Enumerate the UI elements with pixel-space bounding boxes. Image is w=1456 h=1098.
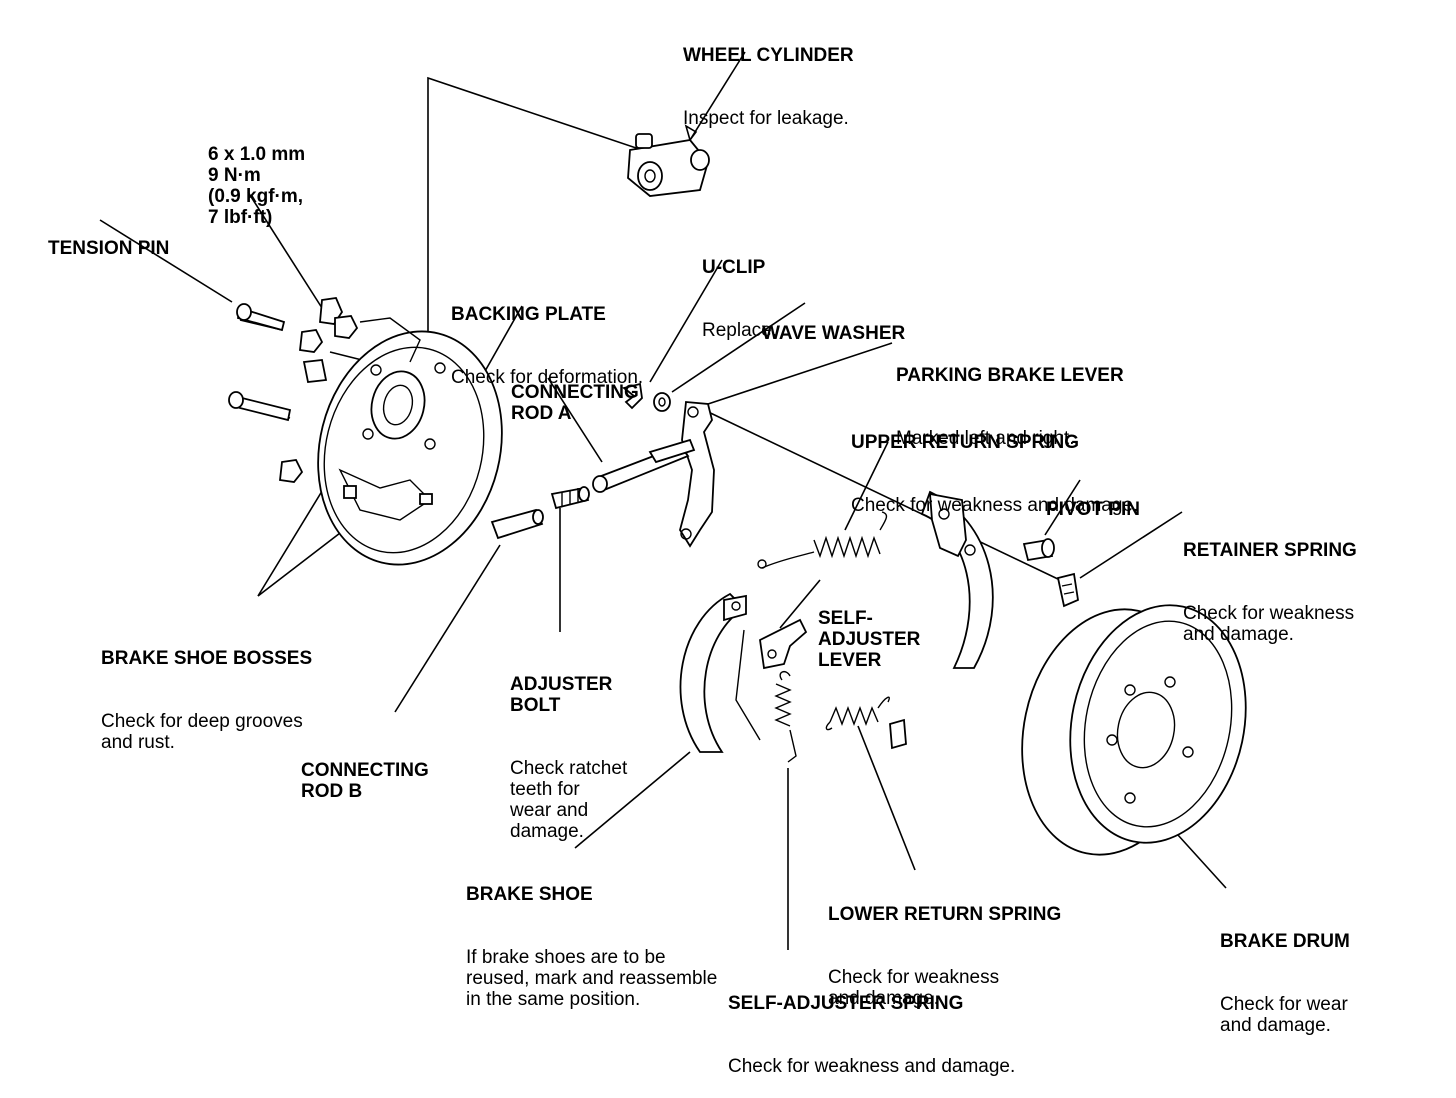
label-backing-plate: BACKING PLATE Check for deformation. xyxy=(451,304,644,388)
label-lower-return-spring: LOWER RETURN SPRING Check for weakness a… xyxy=(828,904,1062,1009)
retainer-clip-part xyxy=(889,718,907,750)
wheel-cylinder-part xyxy=(627,133,710,197)
label-upper-return-spring: UPPER RETURN SPRING Check for weakness a… xyxy=(851,432,1139,516)
label-tension-pin: TENSION PIN xyxy=(48,238,170,259)
label-parking-brake-lever: PARKING BRAKE LEVER Marked left and righ… xyxy=(896,365,1124,449)
label-pivot-pin: PIVOT PIN xyxy=(1046,499,1140,520)
label-u-clip: U-CLIP Replace. xyxy=(702,257,777,341)
pivot-pin-part xyxy=(1022,538,1055,562)
label-self-adjuster-lever: SELF- ADJUSTER LEVER xyxy=(818,608,921,671)
connecting-rod-b-part xyxy=(490,508,544,540)
label-connecting-rod-a: CONNECTING ROD A xyxy=(511,382,639,424)
self-adjuster-spring-part xyxy=(774,670,797,763)
right-brake-shoe-part xyxy=(920,490,994,669)
parking-brake-lever-part xyxy=(679,401,715,548)
label-self-adjuster-spring: SELF-ADJUSTER SPRING Check for weakness … xyxy=(728,993,1016,1077)
upper-return-spring-part xyxy=(757,511,888,569)
label-wave-washer: WAVE WASHER xyxy=(762,323,906,344)
wave-washer-part xyxy=(653,392,671,412)
label-brake-shoe-bosses: BRAKE SHOE BOSSES Check for deep grooves… xyxy=(101,648,313,753)
backing-plate-part xyxy=(317,317,503,566)
label-wheel-cylinder: WHEEL CYLINDER Inspect for leakage. xyxy=(683,45,854,129)
label-brake-drum: BRAKE DRUM Check for wear and damage. xyxy=(1220,931,1350,1036)
label-retainer-spring: RETAINER SPRING Check for weakness and d… xyxy=(1183,540,1357,645)
left-brake-shoe-part xyxy=(679,592,761,753)
tension-pins-and-bolts xyxy=(228,297,359,483)
label-connecting-rod-b: CONNECTING ROD B xyxy=(301,760,429,802)
u-clip-part xyxy=(622,382,643,410)
lower-return-spring-part xyxy=(825,696,890,731)
label-brake-shoe: BRAKE SHOE If brake shoes are to be reus… xyxy=(466,884,718,1010)
label-bolt-spec: 6 x 1.0 mm 9 N·m (0.9 kgf·m, 7 lbf·ft) xyxy=(208,144,306,228)
adjuster-bolt-part xyxy=(550,486,590,510)
label-adjuster-bolt: ADJUSTER BOLT Check ratchet teeth for we… xyxy=(510,674,628,842)
connecting-rod-a-part xyxy=(592,438,696,493)
self-adjuster-lever-part xyxy=(759,618,808,670)
brake-drum-part xyxy=(1021,604,1247,856)
retainer-spring-part xyxy=(1056,572,1079,608)
